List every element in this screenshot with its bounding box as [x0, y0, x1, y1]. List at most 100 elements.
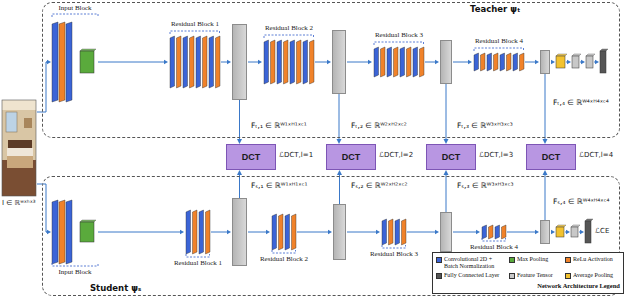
flow-arrowhead: [47, 60, 51, 64]
flow-arrowhead: [551, 60, 555, 64]
dct-label: DCT: [542, 152, 561, 162]
layer-slab: [290, 40, 295, 84]
layer-slab: [310, 40, 315, 84]
connector-line: [239, 174, 240, 198]
flow-arrow: [507, 232, 535, 233]
flow-arrow: [566, 62, 567, 63]
layer-slab: [420, 47, 425, 77]
dct-box: DCT: [526, 144, 576, 170]
fully-connected: [585, 219, 593, 221]
legend-box: Convolutional 2D + Batch NormalizationMa…: [432, 252, 624, 294]
layer-slab: [271, 40, 276, 84]
layer-slab: [513, 53, 518, 71]
layer-slab: [389, 219, 394, 245]
tensor-label: Fₛ,₃ ∈ ℝᵂ³ˣᴴ³ˣᶜ³: [457, 181, 513, 190]
dct-label: DCT: [342, 152, 361, 162]
flow-arrow: [579, 232, 580, 233]
flow-arrow: [211, 232, 227, 233]
flow-arrow: [525, 62, 535, 63]
average-pooling: [556, 225, 566, 227]
flow-arrow: [297, 232, 328, 233]
layer-slab: [177, 36, 182, 88]
max-pooling: [80, 49, 96, 51]
fully-connected: [586, 54, 595, 56]
dct-label: DCT: [242, 152, 261, 162]
layer-slab: [59, 200, 65, 264]
legend-text: Fully Connected Layer: [444, 272, 499, 279]
layer-slab: [482, 225, 487, 239]
dct-label: DCT: [442, 152, 461, 162]
legend-swatch: [436, 273, 442, 279]
input-image: [2, 100, 36, 196]
layer-slab: [203, 36, 208, 88]
feature-tensor: Fₜ,₂ ∈ ℝᵂ²ˣᴴ²ˣᶜ²: [332, 30, 346, 94]
flow-arrow: [248, 62, 258, 63]
layer-slab: [199, 210, 204, 254]
flow-arrow: [425, 62, 435, 63]
connector-line: [339, 94, 340, 140]
flow-arrow: [98, 62, 164, 63]
block-bracket: [374, 42, 424, 45]
average-pooling: [556, 227, 564, 237]
connector-line: [239, 100, 240, 140]
fully-connected: [585, 221, 591, 243]
flow-arrow: [221, 62, 227, 63]
layer-slab: [387, 47, 392, 77]
connector-line: [446, 84, 447, 140]
tensor-label: Fₛ,₂ ∈ ℝᵂ²ˣᴴ²ˣᶜ²: [351, 181, 407, 190]
layer-slab: [297, 40, 302, 84]
legend-swatch: [436, 257, 442, 263]
dct-box: DCT: [326, 144, 376, 170]
input-image: [8, 140, 32, 148]
fully-connected: [571, 225, 580, 227]
legend-swatch: [509, 273, 515, 279]
loss-label: ℒDCT,l=2: [379, 151, 413, 159]
layer-slab: [400, 47, 405, 77]
feature-tensor: Fₛ,₂ ∈ ℝᵂ²ˣᴴ²ˣᶜ²: [333, 204, 346, 260]
flow-arrowhead: [468, 60, 472, 64]
legend-title: Network Architecture Legend: [436, 282, 620, 290]
layer-slab: [52, 200, 58, 264]
flow-arrowhead: [595, 60, 599, 64]
layer-slab: [481, 53, 486, 71]
layer-slab: [489, 225, 494, 239]
flow-arrowhead: [376, 230, 380, 234]
input-image: [6, 112, 17, 132]
input-image: [2, 100, 36, 196]
layer-slab: [402, 219, 407, 245]
tensor-label: Fₜ,₁ ∈ ℝᵂ¹ˣᴴ¹ˣᶜ¹: [251, 121, 307, 130]
legend-swatch: [565, 257, 571, 263]
max-pooling: [80, 220, 96, 222]
block-bracket: [52, 263, 98, 266]
connector: [543, 170, 548, 220]
tensor-label: Fₜ,₃ ∈ ℝᵂ³ˣᴴ³ˣᶜ³: [457, 121, 513, 130]
network-panel: Student ψₛFₛ,₁ ∈ ℝᵂ¹ˣᴴ¹ˣᶜ¹Fₛ,₂ ∈ ℝᵂ²ˣᴴ²ˣ…: [42, 176, 620, 296]
flow-arrowhead: [227, 230, 231, 234]
flow-arrowhead: [164, 60, 168, 64]
legend-item: Max Pooling: [509, 256, 565, 270]
layer-slab: [502, 225, 507, 239]
block-bracket: [264, 35, 314, 38]
network-panel: Teacher ψₜFₜ,₁ ∈ ℝᵂ¹ˣᴴ¹ˣᶜ¹Fₜ,₂ ∈ ℝᵂ²ˣᴴ²ˣ…: [42, 2, 620, 138]
flow-arrowhead: [476, 230, 480, 234]
layer-slab: [190, 36, 195, 88]
tensor-label: Fₜ,₂ ∈ ℝᵂ²ˣᴴ²ˣᶜ²: [351, 121, 407, 130]
flow-arrowhead: [567, 60, 571, 64]
legend-swatch: [565, 273, 571, 279]
flow-arrowhead: [551, 230, 555, 234]
fully-connected: [600, 49, 608, 51]
feature-tensor: Fₛ,₁ ∈ ℝᵂ¹ˣᴴ¹ˣᶜ¹: [232, 198, 247, 266]
connector-arrowhead: [337, 170, 342, 175]
fully-connected: [572, 56, 579, 68]
layer-slab: [170, 36, 175, 88]
layer-slab: [292, 214, 297, 250]
loss-label: ℒCE: [595, 227, 609, 235]
feature-tensor: Fₜ,₃ ∈ ℝᵂ³ˣᴴ³ˣᶜ³: [440, 40, 452, 84]
block-label: Residual Block 1: [171, 20, 219, 28]
layer-slab: [507, 53, 512, 71]
loss-label: I ∈ ℝʷˣʰˣ³: [2, 199, 36, 207]
feature-tensor: Fₛ,₄ ∈ ℝᵂ⁴ˣᴴ⁴ˣᶜ⁴: [540, 220, 550, 244]
block-label: Residual Block 2: [260, 255, 308, 263]
dct-box: DCT: [426, 144, 476, 170]
flow-arrow: [315, 62, 327, 63]
